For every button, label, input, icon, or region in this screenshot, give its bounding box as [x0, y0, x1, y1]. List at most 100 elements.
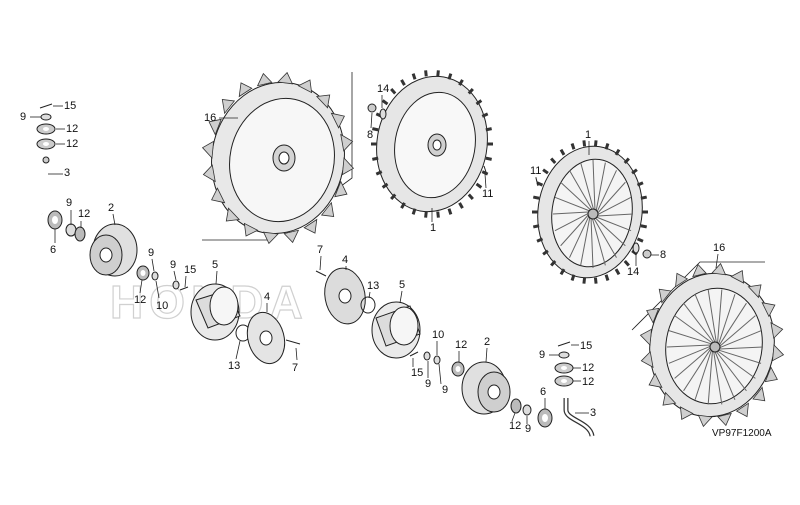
- spike: [542, 249, 549, 256]
- callout-label: 2: [484, 336, 490, 348]
- callout-label: 14: [377, 83, 389, 95]
- lug: [761, 302, 776, 318]
- spike: [570, 274, 576, 281]
- callout-label: 16: [204, 112, 216, 124]
- axle-pin-left: [19, 156, 50, 216]
- spoke: [552, 211, 589, 215]
- callout-leader: [155, 280, 160, 299]
- lug: [202, 164, 216, 183]
- spike: [614, 268, 621, 276]
- spike: [475, 182, 483, 189]
- spike: [447, 208, 453, 215]
- lug: [334, 180, 348, 198]
- spike: [604, 274, 610, 281]
- callout-label: 9: [442, 384, 448, 396]
- wheel-1-top-spikes: [371, 70, 493, 218]
- spoke: [596, 216, 632, 232]
- spoke: [718, 349, 762, 364]
- spoke: [597, 181, 626, 214]
- lug: [283, 229, 300, 244]
- spike: [536, 237, 544, 243]
- spoke: [719, 315, 756, 347]
- spike: [372, 156, 379, 161]
- lug: [303, 218, 318, 234]
- spoke: [683, 302, 714, 343]
- spoke: [569, 216, 590, 258]
- callout-leader: [484, 173, 487, 189]
- lug: [221, 99, 236, 115]
- axle-pin-right: [554, 341, 595, 437]
- wheel-16-upper-lugs: [201, 71, 355, 245]
- spike: [458, 79, 464, 86]
- spoke: [717, 350, 756, 379]
- spoke: [560, 181, 591, 211]
- callout-leader: [715, 253, 719, 269]
- callout-label: 5: [212, 259, 218, 271]
- spike: [447, 73, 453, 80]
- callout-leader: [438, 363, 442, 385]
- spoke: [674, 315, 713, 344]
- lug: [225, 207, 241, 222]
- callout-label: 7: [317, 244, 323, 256]
- spike: [604, 143, 610, 150]
- spike: [485, 127, 492, 132]
- callout-label: 3: [64, 167, 70, 179]
- lug: [243, 222, 259, 237]
- spike: [532, 195, 540, 200]
- spoke: [554, 213, 589, 232]
- callout-label: 9: [425, 378, 431, 390]
- spike: [424, 70, 428, 77]
- callout-label: 15: [184, 264, 196, 276]
- callout-label: 9: [525, 423, 531, 435]
- callout-label: 15: [64, 100, 76, 112]
- spike: [467, 88, 474, 95]
- wheel-1-right-spokes: [552, 159, 634, 269]
- lug: [330, 112, 345, 129]
- lug: [646, 307, 660, 324]
- callout-label: 4: [264, 291, 270, 303]
- spike: [542, 168, 549, 175]
- spoke: [593, 218, 617, 258]
- callout-label: 15: [411, 367, 423, 379]
- wheel-16-upper: [201, 71, 355, 245]
- lug: [764, 366, 778, 383]
- spoke: [719, 302, 747, 346]
- spike: [390, 88, 397, 95]
- lug: [262, 231, 279, 245]
- lug: [256, 72, 273, 87]
- spike: [381, 99, 389, 106]
- lug: [341, 157, 355, 176]
- lug: [658, 288, 672, 304]
- spike: [640, 195, 648, 200]
- callout-label: 9: [148, 247, 154, 259]
- spike: [582, 277, 587, 284]
- spoke: [597, 196, 632, 215]
- callout-label: 6: [50, 244, 56, 256]
- callout-leader: [368, 291, 371, 299]
- spoke: [683, 348, 711, 392]
- spike: [559, 268, 566, 276]
- callout-label: 15: [580, 340, 592, 352]
- wheel-16-lower-lugs: [639, 262, 785, 428]
- lug: [640, 350, 654, 369]
- spike: [375, 170, 383, 176]
- left-hub-parts: [47, 210, 301, 365]
- lug: [730, 269, 745, 284]
- spoke: [595, 217, 626, 247]
- callout-leader: [173, 270, 177, 281]
- callout-label: 3: [590, 407, 596, 419]
- callout-label: 12: [66, 138, 78, 150]
- callout-label: 12: [582, 376, 594, 388]
- callout-label: 9: [539, 349, 545, 361]
- lug: [315, 94, 331, 109]
- callout-label: 9: [66, 197, 72, 209]
- lug: [201, 140, 215, 159]
- lug: [238, 82, 253, 98]
- lug: [770, 321, 784, 340]
- callout-leader: [319, 255, 322, 271]
- spike: [411, 73, 417, 80]
- spike: [458, 202, 464, 209]
- spoke: [719, 346, 764, 350]
- spike: [570, 143, 576, 150]
